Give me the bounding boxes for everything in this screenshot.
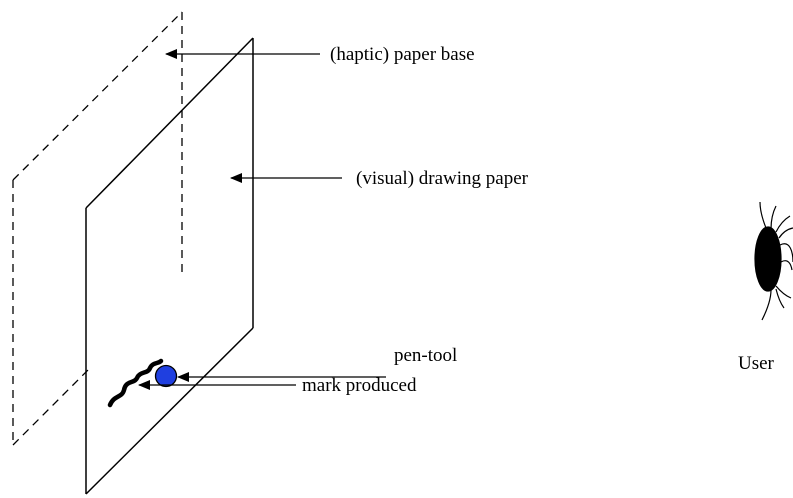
eye-icon xyxy=(754,201,793,321)
mark-squiggle xyxy=(107,358,164,408)
mark-produced-label: mark produced xyxy=(302,375,417,396)
user-label: User xyxy=(738,353,775,374)
paper-base-plane xyxy=(12,11,183,446)
paper-base-label: (haptic) paper base xyxy=(330,44,475,65)
pen-tool-icon xyxy=(154,364,178,388)
pen-tool-label: pen-tool xyxy=(394,345,457,366)
drawing-paper-label: (visual) drawing paper xyxy=(356,168,529,189)
drawing-paper-plane xyxy=(85,37,254,495)
